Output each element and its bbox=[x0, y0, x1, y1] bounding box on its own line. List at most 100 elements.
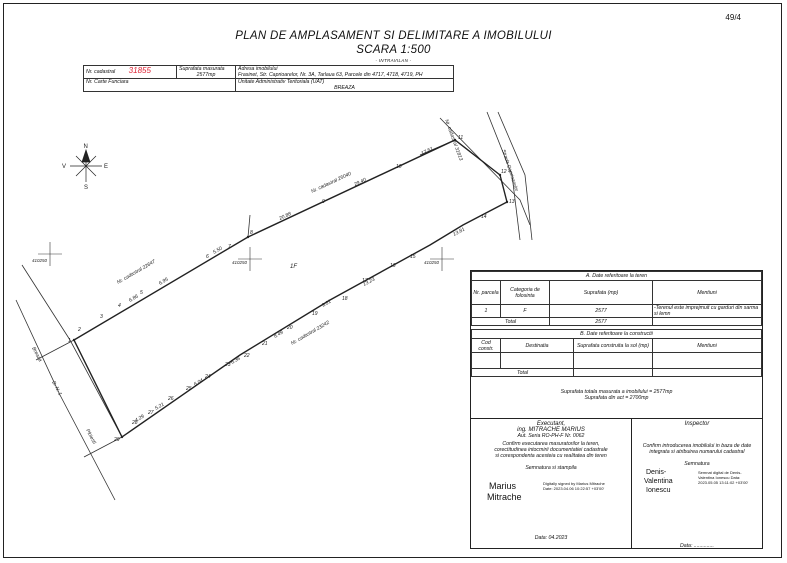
divider-vertical bbox=[631, 418, 632, 548]
col-cod-constr: Cod constr. bbox=[471, 338, 501, 353]
north-arrow-icon bbox=[70, 148, 102, 182]
road-edge-line bbox=[21, 264, 123, 438]
executant-authorization: Aut. Seria RO-PH-F Nr. 0062 bbox=[517, 433, 585, 439]
neighbor-divider-3 bbox=[83, 436, 123, 458]
executant-confirm-2: corectitudinea intocmirii documentatiei … bbox=[494, 447, 608, 453]
executant-name: ing. MITRACHE MARIUS bbox=[517, 427, 585, 433]
inspector-signature-label: Semnatura bbox=[684, 461, 710, 467]
row-nr-parcela: 1 bbox=[471, 304, 501, 318]
uat-cell: Unitate Administrativ Teritoriala (UAT) … bbox=[235, 78, 454, 92]
vertex-point bbox=[498, 173, 502, 177]
executant-date: Data: 04.2023 bbox=[534, 535, 568, 541]
segment-length: 5.50 bbox=[212, 246, 224, 256]
divider bbox=[471, 418, 762, 419]
segment-length: 13.81 bbox=[452, 226, 466, 237]
strada-line-2 bbox=[497, 111, 533, 241]
vertex-label: 21 bbox=[261, 341, 268, 347]
segment-length: 13.23 bbox=[362, 276, 376, 287]
vertex-label: 5 bbox=[140, 290, 143, 296]
nr-cadastral-label: Nr. cadastral bbox=[86, 69, 116, 75]
uat-value: BREAZA bbox=[334, 85, 355, 91]
inspector-signature-name-1: Denis- bbox=[646, 469, 667, 476]
section-b-title: B. Date referitoare la constructii bbox=[471, 329, 762, 339]
col-nr-parcela: Nr. parcela bbox=[471, 280, 501, 305]
strada-line-1 bbox=[486, 111, 521, 241]
adresa-value: Frasinet, Str. Caprioarelor, Nr. 3A, Tar… bbox=[238, 72, 423, 78]
col-categoria: Categoria de folosinta bbox=[500, 280, 550, 305]
neighbor-label: Nr. cadastral 23242 bbox=[290, 320, 331, 347]
segment-length: 6.86 bbox=[128, 294, 140, 304]
inspector-signature-note: Semnat digital de Denis-Valentina Ionesc… bbox=[698, 470, 749, 485]
scale-label: SCARA 1:500 bbox=[356, 44, 431, 56]
neighbor-boundary-line bbox=[439, 117, 531, 226]
inspector-heading: Inspector bbox=[684, 421, 710, 427]
segment-length: 9.21 bbox=[321, 299, 333, 309]
segment-length: 6.04 bbox=[193, 378, 205, 388]
adresa-label: Adresa imobilului bbox=[238, 66, 278, 72]
executant-signature-name-2: Mitrache bbox=[487, 492, 522, 502]
inspector-signature-name-2: Valentina bbox=[644, 478, 673, 485]
total-a-value: 2577 bbox=[549, 317, 653, 326]
compass-south: S bbox=[84, 185, 88, 191]
section-b-table: B. Date referitoare la constructii Cod c… bbox=[471, 329, 762, 377]
executant-stamp-label: Semnatura si stampila bbox=[525, 465, 577, 471]
grid-label: 410250 bbox=[232, 260, 248, 265]
executant-confirm-1: Confirm executarea masuratorilor la tere… bbox=[502, 441, 600, 447]
vertex-label: 29 bbox=[113, 437, 120, 443]
road-label: D. N. 1 bbox=[50, 380, 63, 397]
segment-length: 20.88 bbox=[277, 211, 292, 222]
subtitle: - INTRAVILAN - bbox=[375, 58, 412, 63]
vertex-label: 28 bbox=[131, 420, 138, 426]
compass-north: N bbox=[84, 144, 88, 150]
total-a-empty bbox=[652, 317, 762, 326]
vertex-point bbox=[72, 338, 76, 342]
grid-label: 410250 bbox=[424, 260, 440, 265]
parcel-boundary bbox=[73, 139, 508, 439]
suprafata-value: 2577mp bbox=[196, 72, 216, 78]
row-suprafata: 2577 bbox=[549, 304, 653, 318]
header-table: Nr. cadastral 31855 Suprafata masurata 2… bbox=[83, 65, 454, 92]
vertex-label: 23 bbox=[224, 362, 231, 368]
executant-signature: Marius Mitrache Digitally signed by Mari… bbox=[471, 479, 631, 519]
vertex-label: 20 bbox=[286, 325, 293, 331]
total-a-label: Total bbox=[471, 317, 550, 326]
neighbor-divider-1 bbox=[247, 214, 251, 238]
vertex-label: 10 bbox=[396, 164, 402, 170]
col-mentiuni-b: Mentiuni bbox=[652, 338, 762, 353]
act-surface: Suprafata din act = 2700mp bbox=[584, 395, 649, 401]
vertex-label: 16 bbox=[390, 263, 396, 269]
executant-heading: Executant, bbox=[536, 421, 566, 427]
col-suprafata-constr: Suprafata construita la sol (mp) bbox=[573, 338, 653, 353]
inspector-date: Data: .............. bbox=[679, 543, 715, 549]
inspector-confirm-2: integrata si atribuirea numarului cadast… bbox=[649, 449, 745, 455]
vertex-label: 27 bbox=[147, 410, 154, 416]
executant-signature-note: Digitally signed by Marius Mitrache Date… bbox=[543, 481, 605, 491]
vertex-label: 9 bbox=[322, 199, 325, 205]
vertex-point bbox=[453, 138, 457, 142]
vertex-label: 17 bbox=[362, 278, 368, 284]
vertex-label: 26 bbox=[167, 396, 174, 402]
vertex-label: 2 bbox=[77, 327, 81, 333]
vertex-label: 4 bbox=[118, 303, 121, 309]
uat-label: Unitate Administrativ Teritoriala (UAT) bbox=[238, 79, 325, 85]
road-edge-line-2 bbox=[15, 299, 116, 501]
vertex-label: 15 bbox=[410, 254, 416, 260]
total-b-label: Total bbox=[471, 368, 574, 377]
suprafata-label: Suprafata masurata bbox=[179, 66, 225, 72]
row-mentiuni: -Terenul este imprejmuit cu garduri din … bbox=[652, 304, 762, 318]
vertex-label: 13 bbox=[509, 199, 515, 205]
compass-east: E bbox=[104, 164, 108, 170]
executant-confirm-3: si corespondenta acesteia cu realitatea … bbox=[495, 453, 607, 459]
segment-length: 6.38 bbox=[230, 356, 242, 366]
compass-west: V bbox=[62, 164, 66, 170]
carte-funciara-label: Nr. Carte Funciara bbox=[86, 79, 129, 85]
vertex-point bbox=[120, 435, 124, 439]
vertex-point bbox=[246, 235, 250, 239]
total-surface: Suprafata totala masurata a imobilului =… bbox=[560, 389, 673, 395]
road-label: Breaza bbox=[30, 346, 43, 363]
section-a-table: A. Date referitoare la teren Nr. parcela… bbox=[471, 271, 762, 326]
row-categoria: F bbox=[500, 304, 550, 318]
page-title: PLAN DE AMPLASAMENT SI DELIMITARE A IMOB… bbox=[235, 30, 552, 42]
vertex-label: 11 bbox=[458, 135, 463, 141]
parcel-label: 1F bbox=[290, 264, 297, 270]
